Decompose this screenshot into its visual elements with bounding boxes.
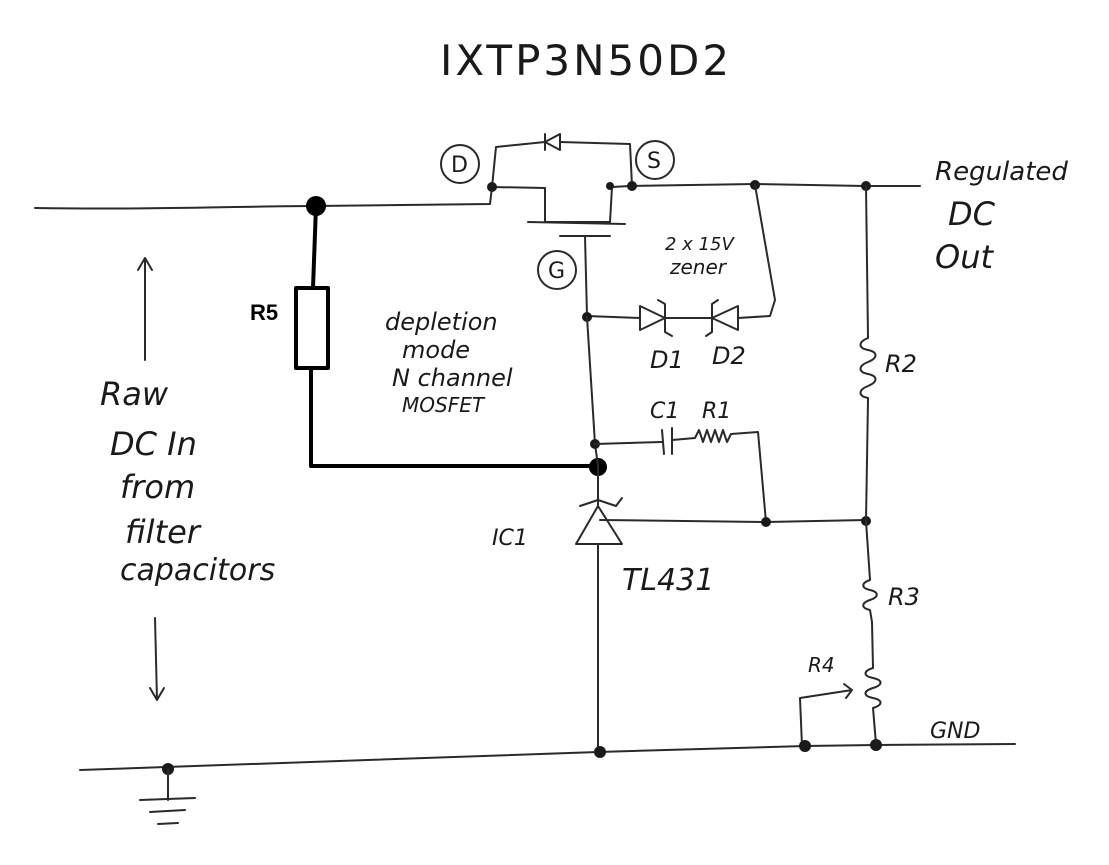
mosfet-ixtp3n50d2 <box>487 133 760 317</box>
svg-text:D: D <box>451 153 468 178</box>
label-tl431: TL431 <box>622 563 714 598</box>
label-zener: zener <box>669 255 728 279</box>
label-d1: D1 <box>650 346 684 374</box>
label-ic1: IC1 <box>492 526 528 551</box>
svg-text:G: G <box>548 259 565 284</box>
voltage-divider <box>799 181 882 747</box>
label-regulated: Regulated <box>935 157 1068 187</box>
label-r2: R2 <box>885 350 917 378</box>
label-from: from <box>120 468 195 506</box>
label-r4: R4 <box>808 653 835 677</box>
r5-label: R5 <box>250 300 278 325</box>
svg-text:S: S <box>647 149 661 174</box>
tl431-shunt-regulator <box>575 465 871 753</box>
drain-terminal-label: D <box>440 144 480 184</box>
label-out: Out <box>935 238 994 276</box>
label-raw: Raw <box>100 375 169 413</box>
label-dc: DC <box>948 195 996 233</box>
ground-rail <box>79 739 1016 825</box>
up-arrow-icon <box>137 257 153 361</box>
label-d2: D2 <box>712 342 746 370</box>
label-mosfet: MOSFET <box>402 393 486 417</box>
resistor-r5-branch <box>294 196 607 476</box>
label-gnd: GND <box>930 719 980 744</box>
label-dc-in: DC In <box>110 425 197 463</box>
zener-diodes <box>582 184 776 337</box>
top-rail <box>34 183 921 210</box>
source-terminal-label: S <box>635 140 675 180</box>
label-filter: filter <box>125 513 202 551</box>
down-arrow-icon <box>149 617 165 701</box>
label-depletion: depletion <box>385 308 498 336</box>
title-part-number: IXTP3N50D2 <box>440 36 732 85</box>
label-r3: R3 <box>888 583 920 611</box>
label-zener-rating: 2 x 15V <box>665 234 735 255</box>
label-n-channel: N channel <box>392 364 513 392</box>
label-r1: R1 <box>702 399 731 424</box>
label-capacitors: capacitors <box>120 553 275 588</box>
c1-r1-network <box>590 427 767 523</box>
label-c1: C1 <box>650 399 679 424</box>
gate-terminal-label: G <box>537 250 577 290</box>
label-mode: mode <box>402 336 470 364</box>
